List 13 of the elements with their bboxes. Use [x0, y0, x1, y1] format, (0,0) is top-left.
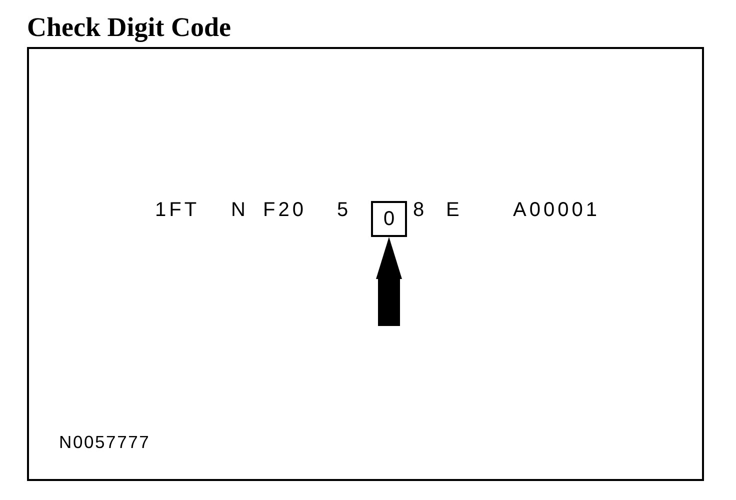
code-label: 5: [337, 200, 352, 220]
figure-frame: [27, 47, 704, 481]
code-label: N: [231, 200, 248, 220]
code-label: A00001: [513, 200, 600, 220]
highlight-box: [371, 201, 407, 237]
code-label: 8: [413, 200, 428, 220]
figure-number: N0057777: [59, 433, 150, 451]
code-label: E: [446, 200, 462, 220]
check-digit: 0: [383, 209, 395, 229]
arrow: [376, 237, 402, 326]
figure-title: Check Digit Code: [27, 14, 231, 41]
code-label: F20: [263, 200, 306, 220]
code-label: 1FT: [155, 200, 200, 220]
